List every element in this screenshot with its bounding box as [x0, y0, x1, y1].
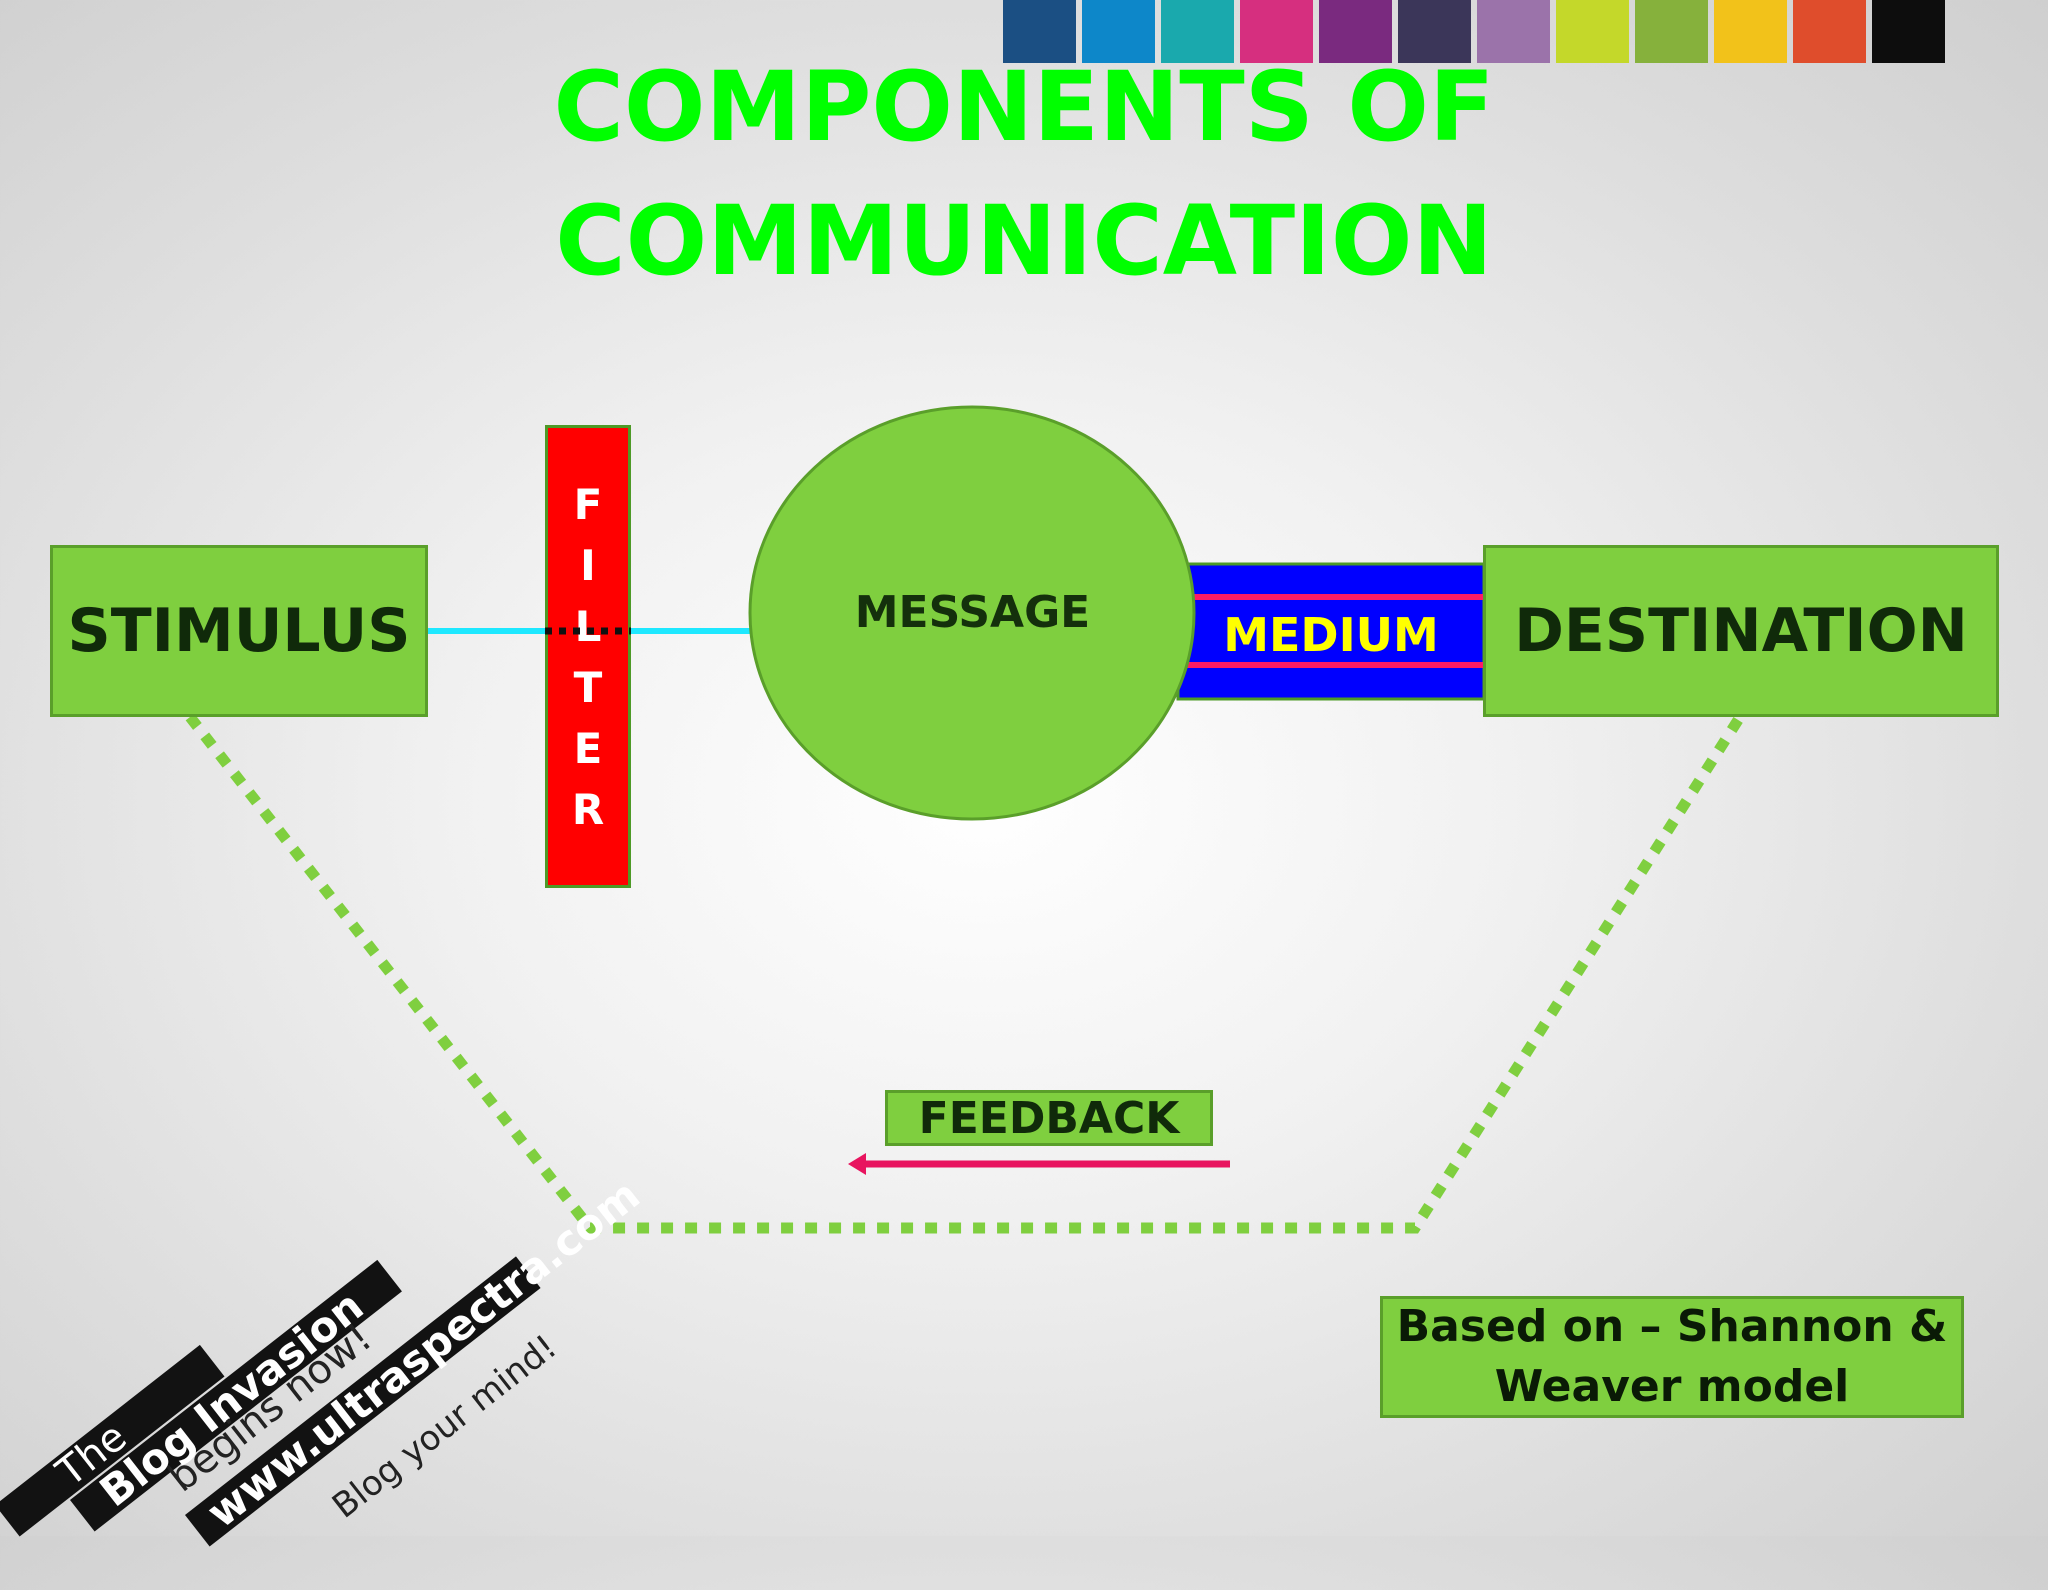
- diagram-canvas: [185, 405, 1745, 1234]
- title-line-2: COMMUNICATION: [555, 185, 1493, 297]
- medium-label: MEDIUM: [1223, 608, 1439, 662]
- page-title: COMPONENTS OF COMMUNICATION: [400, 40, 1648, 308]
- message-label: MESSAGE: [854, 587, 1091, 638]
- feedback-box: FEEDBACK: [885, 1090, 1213, 1146]
- filter-letter: R: [571, 784, 605, 834]
- color-swatch: [1319, 0, 1392, 63]
- color-swatch: [1793, 0, 1866, 63]
- color-swatch-bar: [1003, 0, 1945, 63]
- color-swatch: [1556, 0, 1629, 63]
- destination-box: DESTINATION: [1483, 545, 1999, 717]
- source-note-line-1: Based on – Shannon &: [1396, 1301, 1948, 1352]
- title-line-1: COMPONENTS OF: [553, 51, 1495, 163]
- filter-letter: F: [573, 479, 603, 529]
- color-swatch: [1003, 0, 1076, 63]
- stimulus-box: STIMULUS: [50, 545, 428, 717]
- color-swatch: [1161, 0, 1234, 63]
- filter-letter: L: [574, 601, 602, 651]
- feedback-path: [185, 713, 1745, 1234]
- color-swatch: [1082, 0, 1155, 63]
- filter-letter: E: [573, 723, 603, 773]
- filter-letter: T: [573, 662, 603, 712]
- filter-letter: I: [580, 540, 596, 590]
- color-swatch: [1398, 0, 1471, 63]
- color-swatch: [1714, 0, 1787, 63]
- feedback-arrowhead: [848, 1153, 866, 1175]
- color-swatch: [1872, 0, 1945, 63]
- source-note: Based on – Shannon & Weaver model: [1380, 1296, 1964, 1418]
- message-ellipse: [748, 405, 1196, 821]
- color-swatch: [1477, 0, 1550, 63]
- color-swatch: [1240, 0, 1313, 63]
- color-swatch: [1635, 0, 1708, 63]
- filter-bar: F I L T E R: [545, 425, 631, 888]
- source-note-line-2: Weaver model: [1494, 1361, 1850, 1412]
